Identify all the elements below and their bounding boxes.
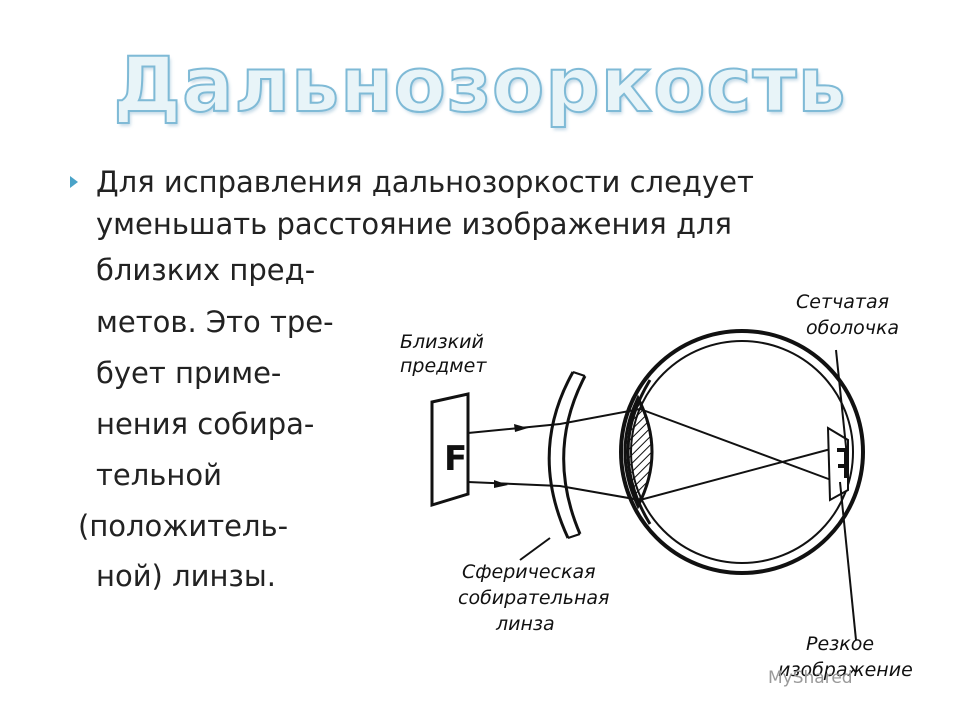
body-line-5: бует приме- [96,356,282,390]
body-line-7: тельной [96,458,222,492]
object-letter: F [444,439,467,479]
leader-retina [835,349,849,467]
watermark: MyShared [768,668,853,688]
label-retina-1: Сетчатая [796,291,890,313]
spherical-lens-inner [562,375,587,535]
label-near-object-1: Близкий [400,331,484,353]
label-sharp-image-1: Резкое [806,633,875,655]
leader-sharp-image [839,481,857,641]
label-sharp-image-2: изображение [778,659,913,681]
body-line-1: Для исправления дальнозоркости следует [96,165,754,199]
ray-arrow-top [514,424,528,432]
label-lens-3: линза [496,613,555,635]
label-lens-1: Сферическая [462,561,596,583]
label-near-object-2: предмет [400,355,487,377]
eye-diagram-svg: F [430,329,865,641]
near-object-plate [430,392,470,508]
ray-top [467,407,843,485]
ray-bottom [467,445,843,502]
eye-diagram: F [380,276,960,720]
body-line-4: метов. Это тре- [96,305,334,339]
slide-title: Дальнозоркость [112,39,847,130]
body-line-6: нения собира- [96,407,315,441]
eyeball-outline [619,329,865,575]
body-line-9: ной) линзы. [96,559,276,593]
spherical-lens-outer [547,371,575,539]
eye-crystalline-lens [623,394,654,510]
ray-arrow-bottom [494,480,508,488]
body-line-8: (положитель- [78,509,289,543]
body-line-3: близких пред- [96,253,316,287]
label-retina-2: оболочка [806,317,900,339]
label-lens-2: собирательная [458,587,610,609]
leader-lens [519,537,551,561]
body-line-2: уменьшать расстояние изображения для [96,207,733,241]
bullet-arrow-icon [70,176,78,188]
